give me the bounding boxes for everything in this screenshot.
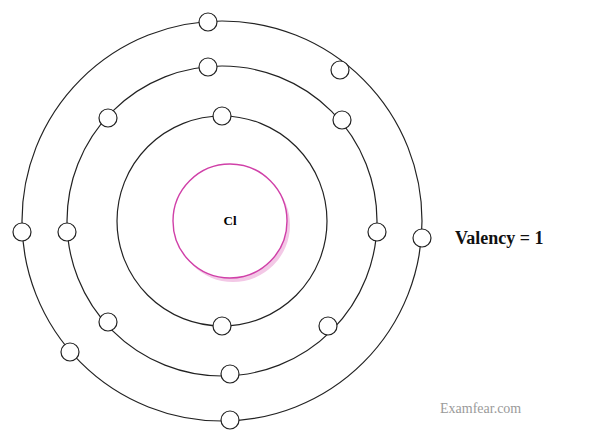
watermark: Examfear.com	[440, 401, 521, 417]
element-symbol: Cl	[224, 213, 237, 229]
shell-2	[67, 66, 377, 376]
shell-3	[22, 21, 422, 421]
valency-label: Valency = 1	[455, 228, 544, 249]
nucleus-circle: Cl	[172, 163, 288, 279]
shell-1	[117, 116, 327, 326]
electrons	[13, 13, 431, 429]
